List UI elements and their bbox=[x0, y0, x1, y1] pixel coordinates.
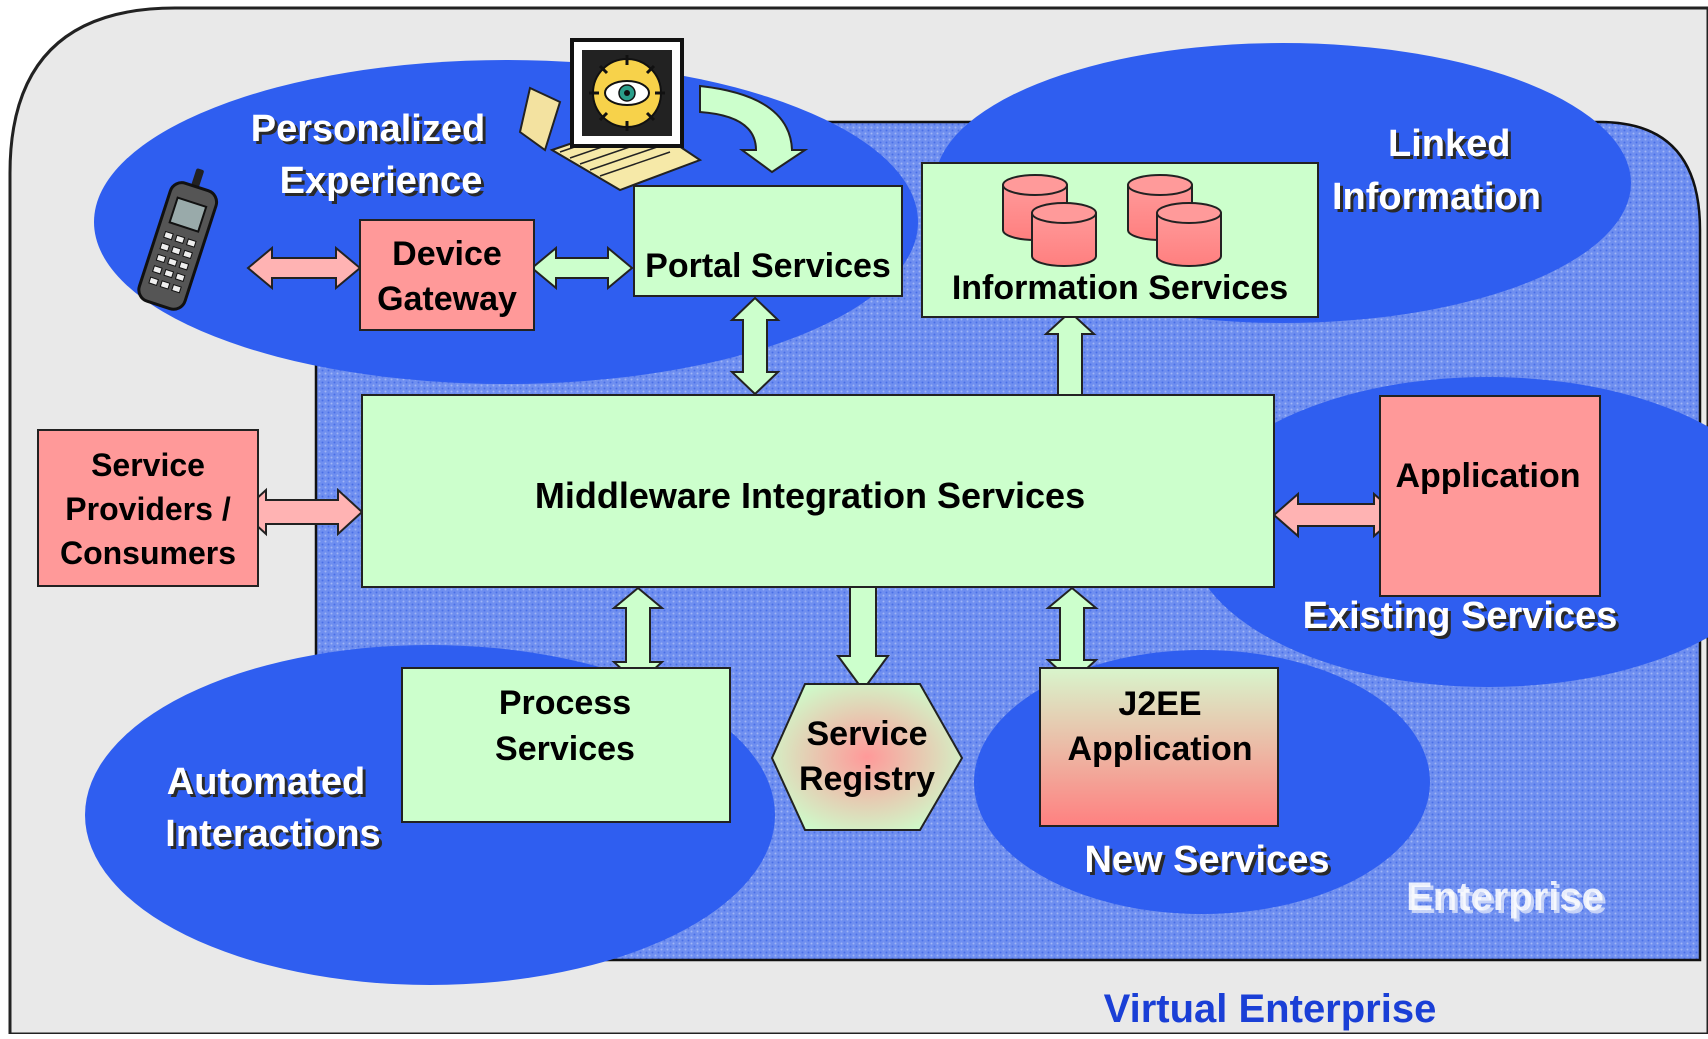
svg-text:Information: Information bbox=[1332, 176, 1541, 218]
svg-text:Consumers: Consumers bbox=[60, 535, 236, 571]
svg-text:Registry: Registry bbox=[799, 760, 935, 798]
svg-text:New Services: New Services bbox=[1087, 842, 1332, 884]
svg-text:Interactions: Interactions bbox=[165, 813, 380, 855]
svg-text:Service: Service bbox=[807, 715, 928, 753]
svg-text:New Services: New Services bbox=[1084, 839, 1329, 881]
j2ee-application-box[interactable]: J2EE Application bbox=[1039, 667, 1279, 827]
application-box[interactable]: Application bbox=[1379, 395, 1601, 597]
svg-text:Enterprise: Enterprise bbox=[1406, 875, 1604, 919]
arrow-middleware-registry bbox=[836, 585, 890, 692]
svg-text:Application: Application bbox=[1067, 730, 1252, 768]
service-registry-hexagon[interactable]: Service Registry bbox=[770, 683, 964, 831]
svg-text:Service: Service bbox=[91, 447, 205, 483]
computer-monitor-icon bbox=[518, 38, 703, 192]
svg-text:Automated: Automated bbox=[167, 761, 365, 803]
svg-text:Services: Services bbox=[495, 730, 635, 768]
svg-text:Gateway: Gateway bbox=[377, 280, 517, 318]
svg-text:Device: Device bbox=[392, 235, 502, 273]
portal-services-box[interactable]: Portal Services bbox=[633, 185, 903, 297]
svg-text:Linked: Linked bbox=[1391, 126, 1513, 168]
svg-text:Providers /: Providers / bbox=[65, 491, 231, 527]
enterprise-label: Enterprise Enterprise bbox=[1406, 875, 1607, 922]
new-services-label: New Services New Services bbox=[1084, 839, 1332, 884]
svg-text:Experience: Experience bbox=[280, 160, 483, 202]
information-services-box[interactable]: Information Services bbox=[921, 162, 1319, 318]
arrow-gateway-portal bbox=[530, 245, 634, 291]
personalized-experience-label: Personalized Personalized Experience Exp… bbox=[251, 108, 488, 205]
svg-text:Personalized: Personalized bbox=[251, 108, 485, 150]
svg-text:J2EE: J2EE bbox=[1118, 685, 1201, 723]
existing-services-label: Existing Services Existing Services bbox=[1303, 595, 1621, 640]
virtual-enterprise-label: Virtual Enterprise bbox=[1104, 987, 1437, 1031]
mobile-phone-icon bbox=[137, 168, 219, 311]
automated-interactions-label: Automated Automated Interactions Interac… bbox=[165, 761, 383, 858]
svg-text:Information Services: Information Services bbox=[952, 269, 1288, 307]
svg-text:Enterprise: Enterprise bbox=[1409, 878, 1607, 922]
linked-information-label: Linked Linked Information Information bbox=[1332, 123, 1544, 221]
middleware-integration-box[interactable]: Middleware Integration Services bbox=[361, 394, 1275, 588]
device-gateway-box[interactable]: Device Gateway bbox=[359, 219, 535, 331]
svg-text:Interactions: Interactions bbox=[168, 816, 383, 858]
arrow-computer-portal bbox=[699, 84, 809, 174]
database-icon bbox=[1002, 174, 1222, 267]
svg-text:Existing Services: Existing Services bbox=[1303, 595, 1618, 637]
service-providers-consumers-box[interactable]: Service Providers / Consumers bbox=[37, 429, 259, 587]
svg-text:Information: Information bbox=[1335, 179, 1544, 221]
svg-text:Process: Process bbox=[499, 684, 631, 722]
svg-text:Linked: Linked bbox=[1388, 123, 1510, 165]
svg-text:Existing Services: Existing Services bbox=[1306, 598, 1621, 640]
svg-text:Application: Application bbox=[1395, 457, 1580, 495]
svg-text:Portal Services: Portal Services bbox=[645, 247, 891, 285]
svg-text:Experience: Experience bbox=[283, 163, 486, 205]
svg-text:Middleware Integration Service: Middleware Integration Services bbox=[535, 475, 1085, 516]
svg-text:Automated: Automated bbox=[170, 764, 368, 806]
process-services-box[interactable]: Process Services bbox=[401, 667, 731, 823]
svg-text:Personalized: Personalized bbox=[254, 111, 488, 153]
